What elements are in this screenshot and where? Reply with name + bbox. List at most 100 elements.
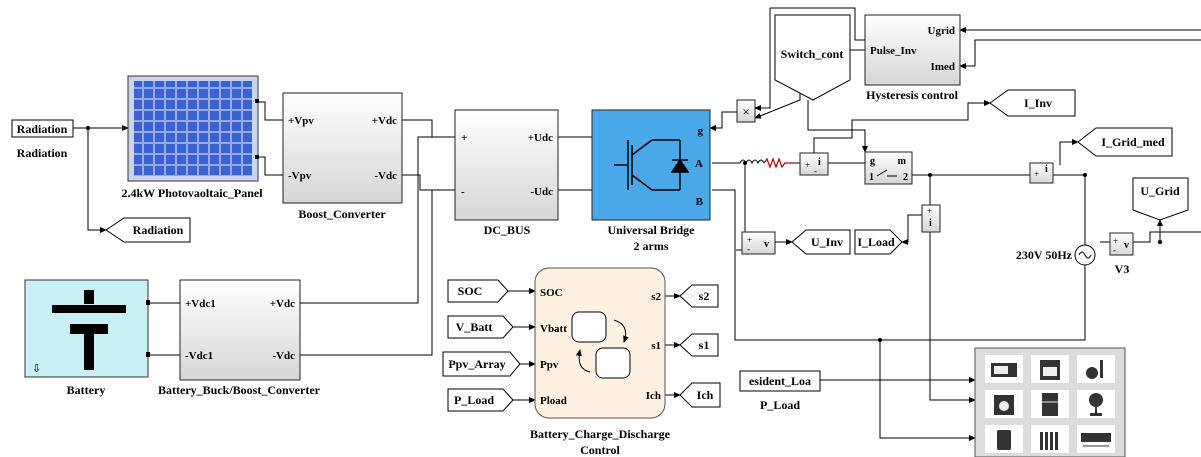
- fridge-icon: [1042, 393, 1058, 416]
- radiation-input[interactable]: Radiation Radiation: [11, 119, 74, 160]
- current-measurement-inv[interactable]: + i -: [799, 152, 829, 176]
- dc-bus-in-neg: -: [461, 186, 465, 198]
- sine-icon: [1078, 251, 1092, 259]
- s2-text: s2: [699, 289, 710, 303]
- washing-machine-icon: [994, 395, 1014, 415]
- pv-panel-label: 2.4kW Photovaoltaic_Panel: [121, 186, 263, 200]
- chart-label-2: Control: [580, 443, 620, 457]
- vacuum-icon: [1086, 360, 1103, 379]
- v3-measurement-block[interactable]: + - v V3: [1109, 232, 1134, 276]
- current-measurement-load[interactable]: + i: [921, 204, 941, 233]
- heater-icon: [997, 430, 1011, 450]
- chart-in-soc: SOC: [540, 287, 563, 299]
- u-inv-text: U_Inv: [811, 235, 843, 249]
- current-meas-minus: -: [814, 166, 817, 176]
- current-meas-i: i: [818, 157, 821, 168]
- appliances-block[interactable]: [974, 347, 1126, 457]
- multiply-symbol: ×: [742, 104, 749, 119]
- boost-out-neg: -Vdc: [374, 170, 397, 182]
- radiation-goto-text: Radiation: [133, 223, 184, 237]
- bridge-port-a: A: [695, 158, 703, 170]
- bridge-port-g: g: [698, 125, 704, 137]
- soc-text: SOC: [458, 284, 483, 298]
- ppv-array-text: Ppv_Array: [448, 357, 505, 371]
- boost-converter-block[interactable]: +Vpv -Vpv +Vdc -Vdc Boost_Converter: [282, 92, 403, 221]
- u-inv-goto-tag[interactable]: U_Inv: [791, 229, 851, 255]
- i-inv-goto-tag[interactable]: I_Inv: [989, 89, 1076, 117]
- buckboost-out-pos: +Vdc: [270, 298, 295, 310]
- buckboost-label: Battery_Buck/Boost_Converter: [158, 383, 321, 397]
- ich-text: Ich: [697, 388, 714, 402]
- dc-bus-out-pos: +Udc: [528, 132, 553, 144]
- grid-meas-i: i: [1045, 164, 1048, 175]
- chart-out-s1: s1: [651, 340, 661, 352]
- battery-block[interactable]: ⇩ Battery: [24, 279, 150, 397]
- hysteresis-label: Hysteresis control: [866, 88, 959, 102]
- down-arrow-icon: ⇩: [32, 363, 41, 375]
- ppv-array-from-tag[interactable]: Ppv_Array: [442, 351, 521, 377]
- s1-goto-tag[interactable]: s1: [679, 333, 719, 357]
- switch-cont-label: Switch_cont: [781, 47, 844, 61]
- chart-in-vbatt: Vbatt: [540, 323, 567, 335]
- multiply-block[interactable]: ×: [736, 99, 756, 123]
- ich-goto-tag[interactable]: Ich: [679, 382, 721, 408]
- chart-in-ppv: Ppv: [540, 359, 559, 371]
- s2-goto-tag[interactable]: s2: [679, 284, 719, 308]
- v-batt-from-tag[interactable]: V_Batt: [447, 315, 514, 339]
- dc-bus-block[interactable]: + - +Udc -Udc DC_BUS: [454, 109, 559, 237]
- radiation-goto-tag[interactable]: Radiation: [105, 217, 191, 243]
- i-load-text: I_Load: [857, 235, 895, 249]
- load-meas-plus: +: [927, 206, 932, 216]
- breaker-2: 2: [903, 172, 908, 183]
- air-conditioner-icon: [1081, 433, 1111, 447]
- current-meas-plus: +: [805, 160, 810, 170]
- battery-label: Battery: [67, 383, 106, 397]
- current-measurement-grid[interactable]: + i: [1029, 162, 1054, 184]
- bridge-port-b: B: [696, 196, 704, 208]
- battery-charge-discharge-chart[interactable]: SOC Vbatt Ppv Pload s2 s1 Ich Battery_Ch…: [530, 267, 671, 457]
- switch-cont-scope[interactable]: Switch_cont: [774, 14, 851, 101]
- i-grid-med-text: I_Grid_med: [1101, 135, 1165, 149]
- u-meas-minus: -: [747, 244, 750, 254]
- pv-panel-block[interactable]: 2.4kW Photovaoltaic_Panel: [121, 75, 263, 200]
- dc-bus-label: DC_BUS: [484, 223, 531, 237]
- boost-in-neg: -Vpv: [288, 170, 312, 182]
- voltage-measurement-inv[interactable]: + - v: [741, 231, 776, 255]
- u-grid-scope[interactable]: U_Grid: [1132, 177, 1189, 221]
- source-label: 230V 50Hz: [1016, 248, 1073, 262]
- hysteresis-ugrid: Ugrid: [928, 25, 956, 37]
- radiation-input-text: Radiation: [17, 122, 68, 136]
- u-grid-text: U_Grid: [1140, 184, 1180, 198]
- rl-filter-icon: [739, 157, 793, 169]
- boost-label: Boost_Converter: [298, 207, 386, 221]
- radiator-icon: [1040, 432, 1058, 450]
- buckboost-in-neg: -Vdc1: [185, 350, 213, 362]
- hysteresis-pulse: Pulse_Inv: [870, 45, 917, 57]
- hysteresis-control-block[interactable]: Ugrid Pulse_Inv Imed Hysteresis control: [864, 14, 961, 102]
- dc-bus-out-neg: -Udc: [530, 186, 553, 198]
- resident-load-label: P_Load: [760, 398, 800, 412]
- universal-bridge-block[interactable]: g A B Universal Bridge 2 arms: [591, 109, 711, 253]
- resident-load-block[interactable]: esident_Loa P_Load: [739, 370, 821, 412]
- buckboost-out-neg: -Vdc: [272, 350, 295, 362]
- stateflow-icon: [571, 311, 631, 379]
- p-load-from-tag[interactable]: P_Load: [447, 388, 514, 412]
- ac-source-block[interactable]: 230V 50Hz: [1016, 244, 1096, 266]
- junctions: [86, 126, 1162, 342]
- igbt-diode-icon: [614, 139, 690, 191]
- v3-v: v: [1124, 240, 1129, 251]
- soc-from-tag[interactable]: SOC: [447, 279, 509, 303]
- u-meas-v: v: [764, 239, 769, 250]
- v3-minus: -: [1113, 245, 1116, 255]
- load-meas-i: i: [929, 218, 932, 229]
- hysteresis-imed: Imed: [931, 61, 955, 73]
- chart-label-1: Battery_Charge_Discharge: [530, 427, 671, 441]
- i-load-from-tag[interactable]: I_Load: [854, 229, 903, 255]
- breaker-block[interactable]: g m 1 2: [864, 151, 913, 185]
- i-grid-med-goto-tag[interactable]: I_Grid_med: [1077, 127, 1173, 157]
- bridge-label-1: Universal Bridge: [608, 223, 696, 237]
- pv-cells-icon: [134, 81, 252, 176]
- buck-boost-converter-block[interactable]: +Vdc1 -Vdc1 +Vdc -Vdc Battery_Buck/Boost…: [158, 279, 321, 397]
- bridge-label-2: 2 arms: [634, 239, 669, 253]
